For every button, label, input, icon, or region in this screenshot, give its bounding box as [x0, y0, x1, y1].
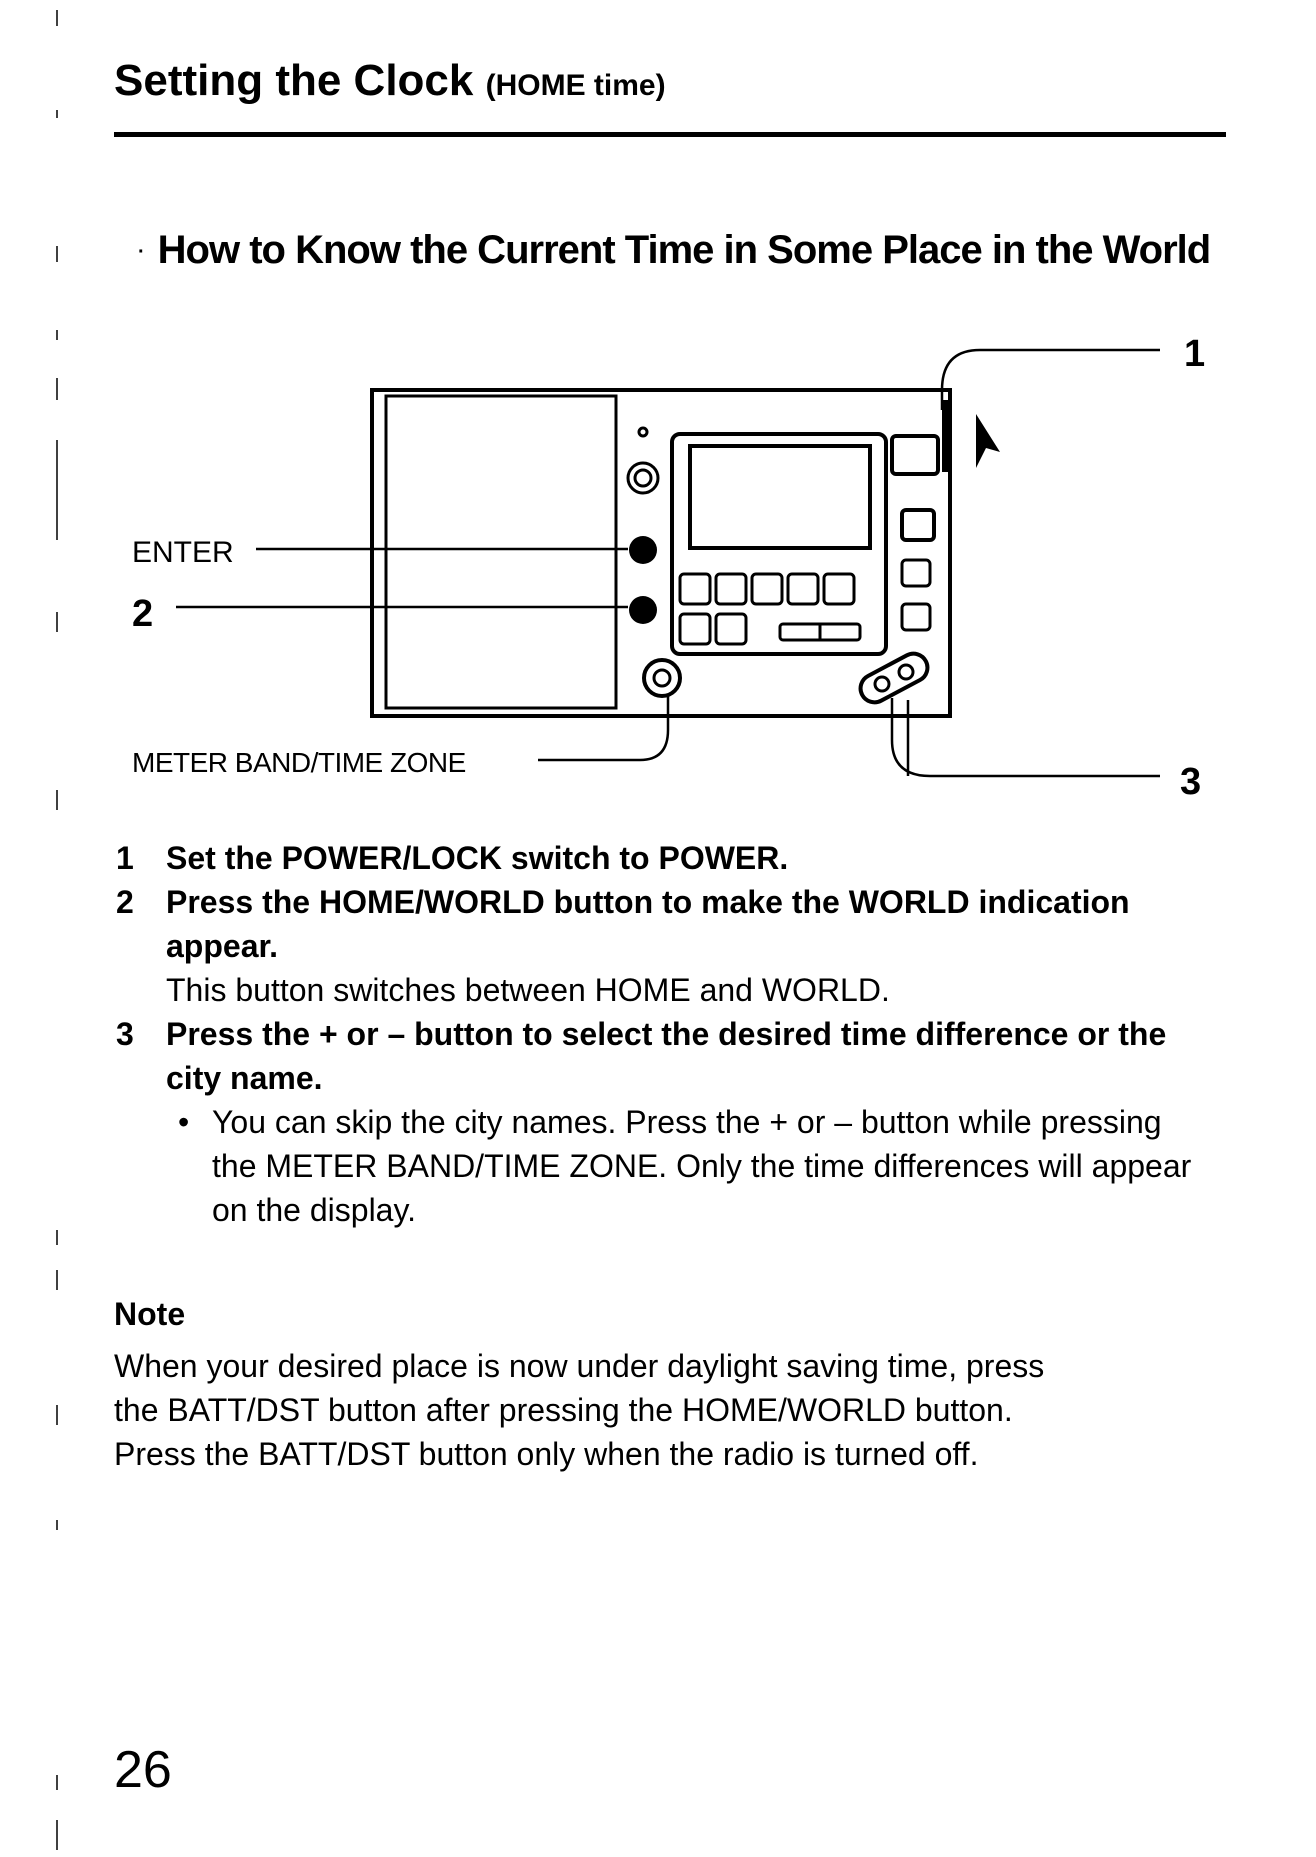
- callout-3-label: 3: [1180, 761, 1201, 803]
- step-number: 3: [116, 1016, 134, 1052]
- note-body: When your desired place is now under day…: [114, 1344, 1234, 1476]
- steps-list: 1 Set the POWER/LOCK switch to POWER. 2 …: [110, 836, 1230, 1232]
- callout-2-label: 2: [132, 593, 153, 635]
- step-1: 1 Set the POWER/LOCK switch to POWER.: [110, 836, 1230, 880]
- scan-margin-marks: [56, 10, 58, 1850]
- note-heading: Note: [114, 1296, 186, 1332]
- panel-button: [750, 572, 784, 606]
- meter-band-knob: [642, 658, 682, 698]
- meter-band-label: METER BAND/TIME ZONE: [132, 747, 466, 778]
- note-line: the BATT/DST button after pressing the H…: [114, 1392, 1013, 1428]
- panel-button: [822, 572, 856, 606]
- radio-diagram: ENTER 2 METER BAND/TIME ZONE 1 3: [132, 333, 1205, 803]
- note-line: Press the BATT/DST button only when the …: [114, 1436, 979, 1472]
- bullet-text: You can skip the city names. Press the +…: [212, 1104, 1192, 1228]
- side-button: [900, 508, 936, 542]
- panel-button: [714, 572, 748, 606]
- step-text: Press the HOME/WORLD button to make the …: [166, 884, 1130, 964]
- step-number: 1: [116, 840, 134, 876]
- home-world-button: [629, 596, 657, 624]
- step-2: 2 Press the HOME/WORLD button to make th…: [110, 880, 1230, 1012]
- step-text: Press the + or – button to select the de…: [166, 1016, 1167, 1096]
- enter-label: ENTER: [132, 536, 234, 569]
- callout-1-label: 1: [1184, 333, 1205, 375]
- meter-band-leader: [538, 696, 670, 762]
- lcd-display: [688, 444, 872, 550]
- page-number: 26: [114, 1741, 172, 1799]
- led-indicator: [637, 426, 649, 438]
- control-panel: [670, 432, 888, 656]
- panel-button: [786, 572, 820, 606]
- panel-button: [678, 572, 712, 606]
- callout-1-leader: [940, 348, 1160, 410]
- panel-button: [714, 612, 748, 646]
- step-number: 2: [116, 884, 134, 920]
- plus-minus-rocker: [858, 651, 930, 705]
- section-title-dot: ·: [138, 240, 145, 263]
- dial-knob: [626, 461, 660, 495]
- heading-rule: [114, 132, 1226, 137]
- callout-3-leader: [890, 698, 1160, 778]
- radio-body: [370, 388, 952, 718]
- step-detail: This button switches between HOME and WO…: [166, 972, 890, 1008]
- note-line: When your desired place is now under day…: [114, 1348, 1045, 1384]
- side-button: [900, 558, 932, 588]
- step-3: 3 Press the + or – button to select the …: [110, 1012, 1230, 1232]
- page-heading: Setting the Clock (HOME time): [114, 56, 666, 106]
- bullet-dot: •: [178, 1104, 190, 1140]
- heading-subtitle: (HOME time): [485, 69, 666, 102]
- power-lock-switch: [890, 434, 940, 476]
- heading-title: Setting the Clock: [114, 56, 474, 105]
- step-text: Set the POWER/LOCK switch to POWER.: [166, 840, 789, 876]
- side-button: [900, 602, 932, 632]
- switch-arrow: [976, 414, 1000, 468]
- speaker-grille: [384, 394, 618, 710]
- enter-button: [629, 536, 657, 564]
- step-bullet: • You can skip the city names. Press the…: [166, 1100, 1230, 1232]
- panel-button: [678, 612, 712, 646]
- section-title: ·How to Know the Current Time in Some Pl…: [138, 228, 1211, 272]
